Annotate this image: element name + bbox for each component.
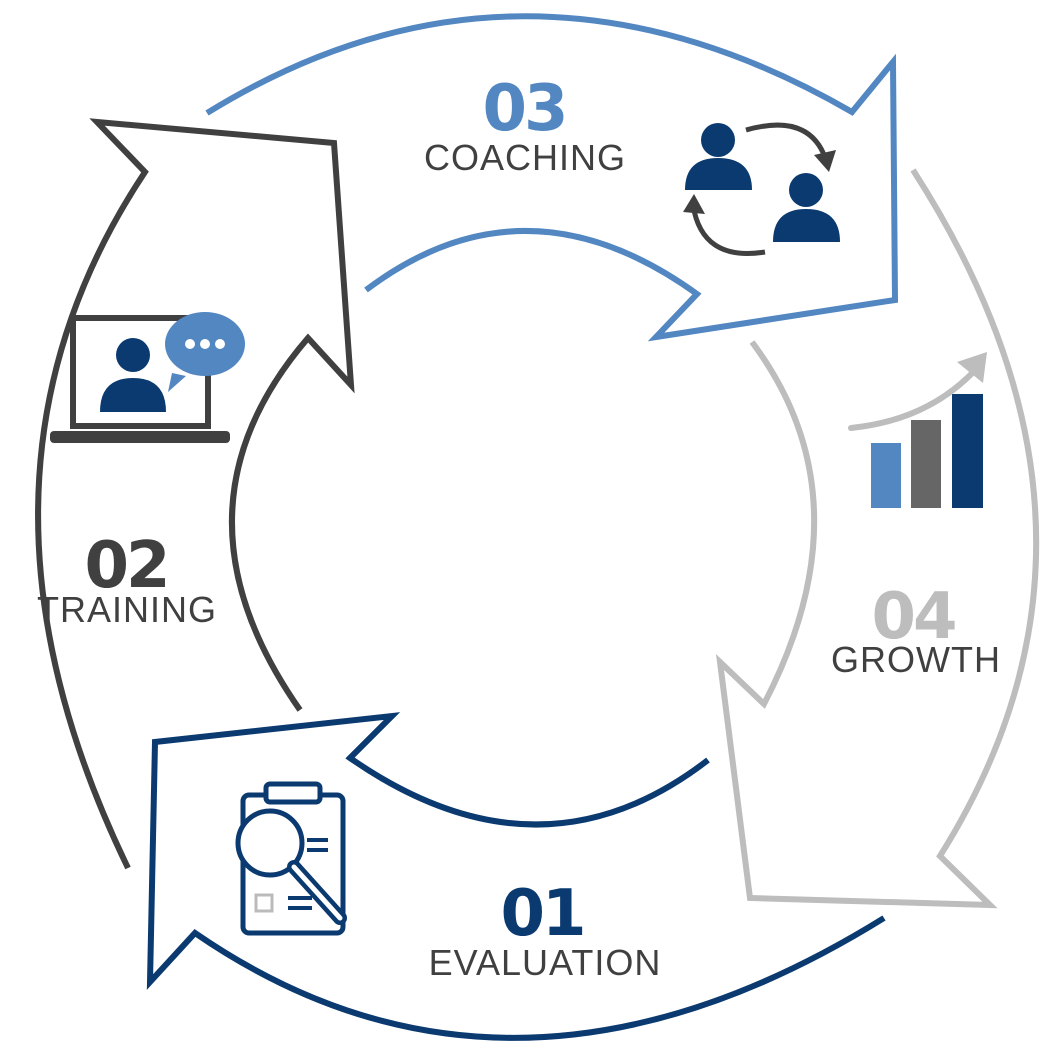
laptop-chat-icon: [50, 312, 245, 443]
step-number-coaching: 03: [482, 72, 565, 146]
step-label-training: TRAINING: [37, 589, 217, 630]
arrow-segment-growth: [715, 168, 1040, 909]
people-exchange-icon: [683, 122, 840, 256]
step-number-evaluation: 01: [500, 877, 583, 951]
arrow-segment-training: [35, 118, 355, 870]
step-label-evaluation: EVALUATION: [429, 942, 662, 983]
arrow-segment-coaching: [205, 13, 899, 342]
step-number-growth: 04: [871, 580, 955, 654]
step-label-coaching: COACHING: [424, 137, 626, 178]
step-number-training: 02: [84, 529, 167, 603]
growth-chart-icon: [848, 352, 987, 508]
clipboard-search-icon: [235, 781, 347, 936]
step-label-growth: GROWTH: [831, 639, 1001, 680]
arrow-segment-evaluation: [146, 712, 886, 1041]
